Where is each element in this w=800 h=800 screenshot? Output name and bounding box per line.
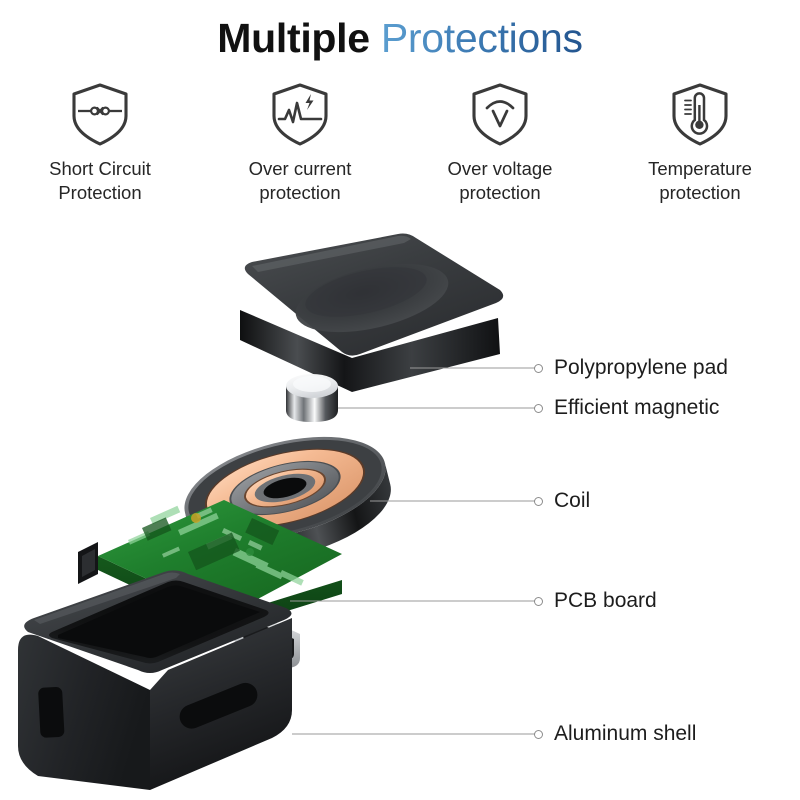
protection-label-line2: protection: [259, 182, 341, 203]
page-title: Multiple Protections: [0, 14, 800, 62]
protection-item-over-voltage: Over voltage protection: [400, 78, 600, 205]
protection-item-over-current: Over current protection: [200, 78, 400, 205]
protection-label-short-circuit: Short Circuit Protection: [49, 157, 151, 205]
shell-front-cutout: [179, 682, 258, 729]
protection-label-line1: Temperature: [648, 158, 752, 179]
callout-pcb-board: PCB board: [534, 590, 657, 612]
callout-label-aluminum-shell: Aluminum shell: [554, 722, 697, 745]
protection-label-line2: Protection: [58, 182, 142, 203]
leader-dot-icon: [534, 596, 543, 606]
callout-label-efficient-magnetic: Efficient magnetic: [554, 396, 720, 419]
leader-dot-icon: [534, 403, 543, 413]
part-polypropylene-pad: [240, 233, 504, 392]
shield-over-voltage-icon: [472, 83, 528, 146]
callout-label-pcb-board: PCB board: [554, 589, 657, 612]
page-title-accent: Protections: [380, 15, 583, 61]
callout-label-coil: Coil: [554, 489, 591, 512]
exploded-diagram-svg: [18, 233, 538, 790]
protection-label-line2: protection: [659, 182, 741, 203]
exploded-product-diagram: Polypropylene pad Efficient magnetic Coi…: [0, 218, 800, 800]
protection-label-line2: protection: [459, 182, 541, 203]
leader-dot-icon: [534, 496, 543, 506]
protection-label-line1: Over voltage: [447, 158, 553, 179]
protection-label-over-voltage: Over voltage protection: [448, 157, 553, 205]
part-aluminum-shell: [18, 570, 292, 790]
shield-temperature-icon: [672, 83, 728, 146]
callout-aluminum-shell: Aluminum shell: [534, 723, 696, 745]
page-title-bold: Multiple: [217, 15, 370, 61]
protection-label-line1: Short Circuit: [49, 158, 151, 179]
part-efficient-magnetic: [286, 374, 338, 422]
shell-side-cutout: [38, 687, 65, 738]
protection-label-over-current: Over current protection: [249, 157, 352, 205]
callout-efficient-magnetic: Efficient magnetic: [534, 397, 719, 419]
leader-dot-icon: [534, 729, 543, 739]
protection-label-temperature: Temperature protection: [648, 157, 752, 205]
callout-polypropylene-pad: Polypropylene pad: [534, 357, 728, 379]
callout-coil: Coil: [534, 490, 590, 512]
protection-features-row: Short Circuit Protection Over current pr…: [0, 78, 800, 205]
leader-dot-icon: [534, 363, 543, 373]
callout-label-polypropylene-pad: Polypropylene pad: [554, 356, 728, 379]
shield-short-circuit-icon: [72, 83, 128, 146]
leader-lines: [290, 367, 538, 735]
protection-item-short-circuit: Short Circuit Protection: [0, 78, 200, 205]
shield-over-current-icon: [272, 83, 328, 146]
protection-item-temperature: Temperature protection: [600, 78, 800, 205]
protection-label-line1: Over current: [248, 158, 352, 179]
